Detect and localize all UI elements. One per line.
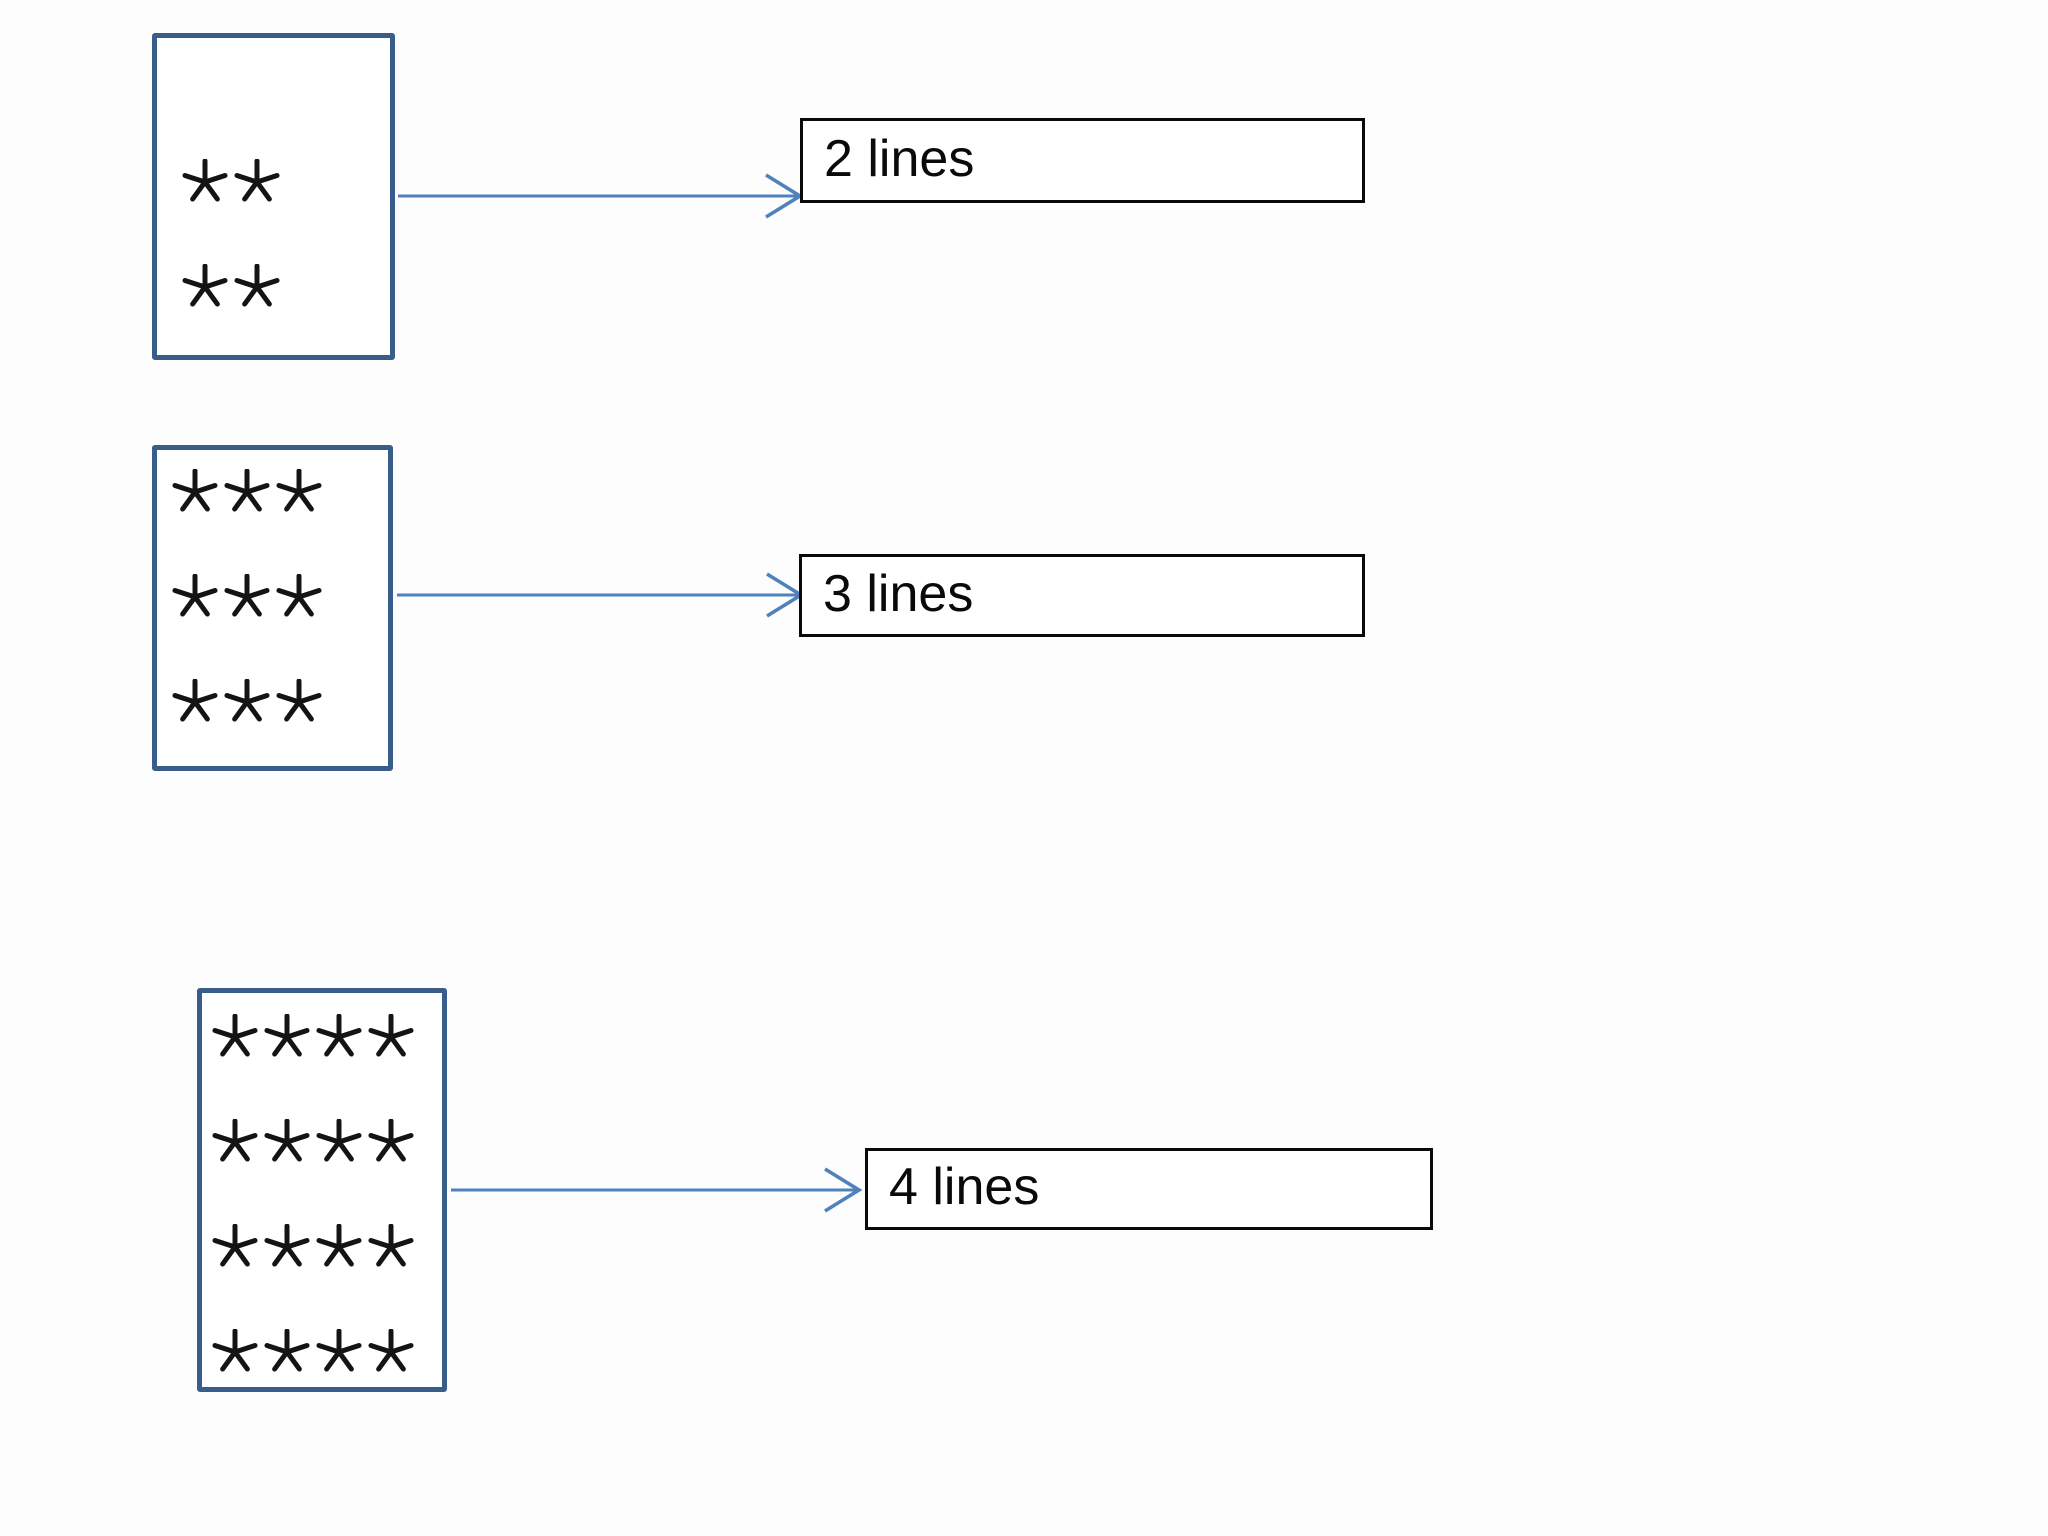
- asterisk-icon: [231, 129, 283, 234]
- star-grid: [209, 984, 442, 1404]
- asterisk-icon: [179, 234, 231, 339]
- asterisk-icon: [313, 984, 365, 1089]
- asterisk-icon: [273, 649, 325, 754]
- star-row: [169, 439, 388, 544]
- label-text: 2 lines: [824, 129, 975, 188]
- arrow-right-icon: [398, 173, 804, 219]
- star-box-3x3: [152, 445, 393, 771]
- star-row: [179, 234, 390, 339]
- asterisk-icon: [261, 1194, 313, 1299]
- asterisk-icon: [365, 1299, 417, 1404]
- star-box-2x2: [152, 33, 395, 360]
- label-box: 4 lines: [865, 1148, 1433, 1230]
- asterisk-icon: [313, 1194, 365, 1299]
- arrow-right-icon: [397, 572, 805, 618]
- star-row: [169, 544, 388, 649]
- asterisk-icon: [261, 984, 313, 1089]
- asterisk-icon: [209, 1194, 261, 1299]
- asterisk-icon: [365, 984, 417, 1089]
- asterisk-icon: [231, 234, 283, 339]
- asterisk-icon: [209, 984, 261, 1089]
- asterisk-icon: [273, 544, 325, 649]
- star-row: [179, 129, 390, 234]
- asterisk-icon: [273, 439, 325, 544]
- arrow-right-icon: [451, 1167, 863, 1213]
- star-row: [209, 1194, 442, 1299]
- asterisk-icon: [261, 1089, 313, 1194]
- asterisk-icon: [221, 544, 273, 649]
- asterisk-icon: [365, 1089, 417, 1194]
- label-box: 3 lines: [799, 554, 1365, 637]
- asterisk-icon: [169, 439, 221, 544]
- star-row: [209, 1089, 442, 1194]
- asterisk-icon: [261, 1299, 313, 1404]
- star-row: [209, 984, 442, 1089]
- star-row: [209, 1299, 442, 1404]
- asterisk-icon: [313, 1299, 365, 1404]
- asterisk-icon: [209, 1089, 261, 1194]
- star-box-4x4: [197, 988, 447, 1392]
- asterisk-icon: [169, 649, 221, 754]
- star-grid: [179, 129, 390, 339]
- asterisk-icon: [313, 1089, 365, 1194]
- star-row: [169, 649, 388, 754]
- asterisk-icon: [169, 544, 221, 649]
- label-box: 2 lines: [800, 118, 1365, 203]
- asterisk-icon: [179, 129, 231, 234]
- asterisk-icon: [221, 439, 273, 544]
- asterisk-icon: [209, 1299, 261, 1404]
- asterisk-icon: [221, 649, 273, 754]
- label-text: 3 lines: [823, 564, 974, 623]
- label-text: 4 lines: [889, 1158, 1040, 1216]
- asterisk-icon: [365, 1194, 417, 1299]
- star-grid: [169, 439, 388, 754]
